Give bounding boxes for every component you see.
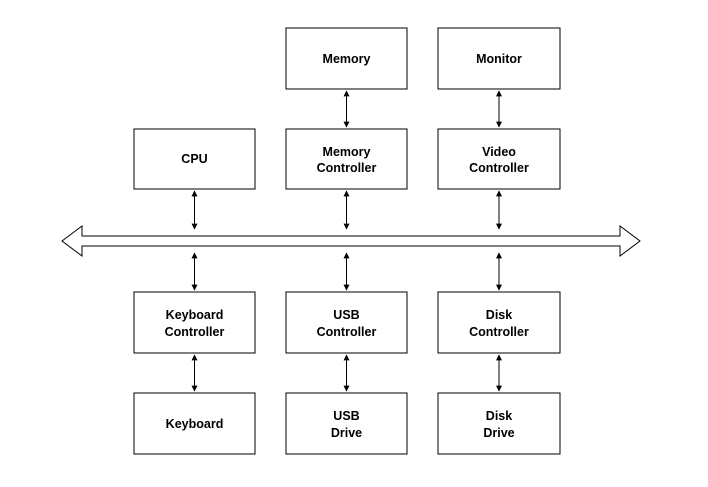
usb-drive-box: USB Drive bbox=[285, 392, 408, 455]
video-controller-label-line1: Video bbox=[482, 145, 516, 159]
memory-label: Memory bbox=[323, 52, 371, 66]
system-bus bbox=[61, 225, 641, 257]
video-controller-box: Video Controller bbox=[437, 128, 561, 190]
usb-drive-label-line2: Drive bbox=[331, 426, 362, 440]
monitor-label: Monitor bbox=[476, 52, 522, 66]
usb-controller-box: USB Controller bbox=[285, 291, 408, 354]
cpu-label: CPU bbox=[181, 152, 207, 166]
disk-drive-label-line2: Drive bbox=[483, 426, 514, 440]
video-controller-label-line2: Controller bbox=[469, 161, 529, 175]
memory-controller-label-line2: Controller bbox=[317, 161, 377, 175]
monitor-box: Monitor bbox=[437, 27, 561, 90]
keyboard-label: Keyboard bbox=[166, 417, 224, 431]
keyboard-controller-box: Keyboard Controller bbox=[133, 291, 256, 354]
memory-box: Memory bbox=[285, 27, 408, 90]
keyboard-controller-label-line1: Keyboard bbox=[166, 308, 224, 322]
memory-controller-label-line1: Memory bbox=[323, 145, 371, 159]
cpu-box: CPU bbox=[133, 128, 256, 190]
keyboard-box: Keyboard bbox=[133, 392, 256, 455]
keyboard-controller-label-line2: Controller bbox=[165, 325, 225, 339]
usb-drive-label-line1: USB bbox=[333, 409, 359, 423]
memory-controller-box: Memory Controller bbox=[285, 128, 408, 190]
disk-drive-label-line1: Disk bbox=[486, 409, 512, 423]
usb-controller-label-line1: USB bbox=[333, 308, 359, 322]
disk-controller-label-line1: Disk bbox=[486, 308, 512, 322]
usb-controller-label-line2: Controller bbox=[317, 325, 377, 339]
disk-controller-box: Disk Controller bbox=[437, 291, 561, 354]
disk-drive-box: Disk Drive bbox=[437, 392, 561, 455]
disk-controller-label-line2: Controller bbox=[469, 325, 529, 339]
